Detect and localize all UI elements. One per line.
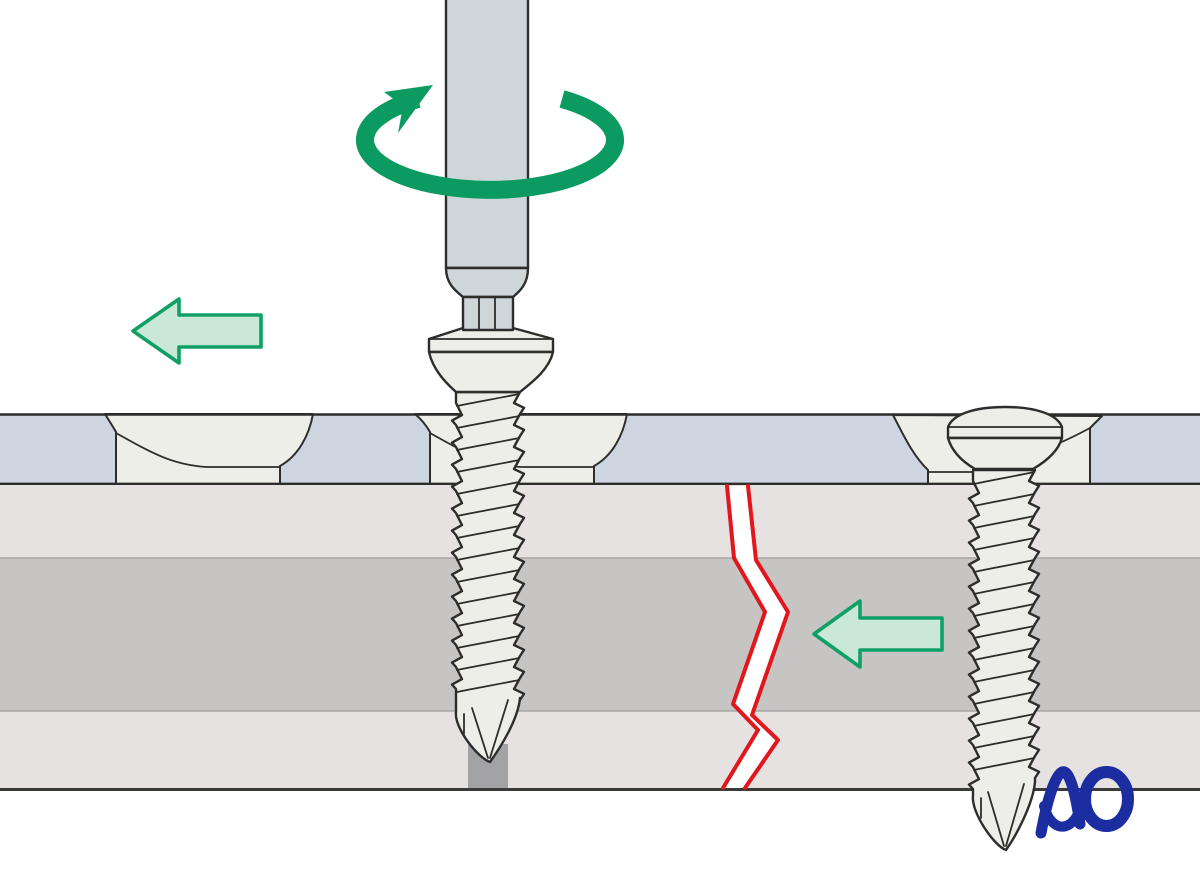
screw-seated-head-bulb <box>946 436 1064 471</box>
screw-inserting <box>427 326 555 764</box>
screw-seated-shaft <box>967 468 1041 852</box>
fracture-line <box>721 484 790 790</box>
screw-seated-threads <box>973 471 1035 771</box>
screw-inserting-tip-flutes <box>463 699 509 759</box>
screw-inserting-head-cap <box>427 326 555 354</box>
fracture-edge-left <box>721 484 767 790</box>
ao-logo <box>1035 766 1134 839</box>
rotation-arrow-head <box>384 85 433 133</box>
plate-hole-left-contour <box>115 432 280 468</box>
screw-inserting-shaft <box>450 390 526 764</box>
screw-inserting-threads <box>456 393 520 693</box>
screwdriver-shaft <box>444 0 530 270</box>
screw-inserting-head-bulb <box>427 350 555 394</box>
screwdriver-tip <box>461 295 515 332</box>
screw-seated-tip-flutes <box>980 783 1025 847</box>
screwdriver-shoulder <box>444 266 530 299</box>
arrow-left-icon <box>812 599 944 669</box>
rotation-arrow-arc <box>356 90 624 199</box>
arrow-left-icon <box>131 297 263 365</box>
fracture-edge-right <box>743 484 790 790</box>
fracture-gap <box>723 486 788 788</box>
screwdriver <box>444 0 530 332</box>
screw-seated <box>946 405 1064 852</box>
rotation-clockwise-icon <box>356 85 624 199</box>
ao-logo-letter-o <box>1079 766 1134 832</box>
screw-seated-head-dome <box>946 405 1064 440</box>
